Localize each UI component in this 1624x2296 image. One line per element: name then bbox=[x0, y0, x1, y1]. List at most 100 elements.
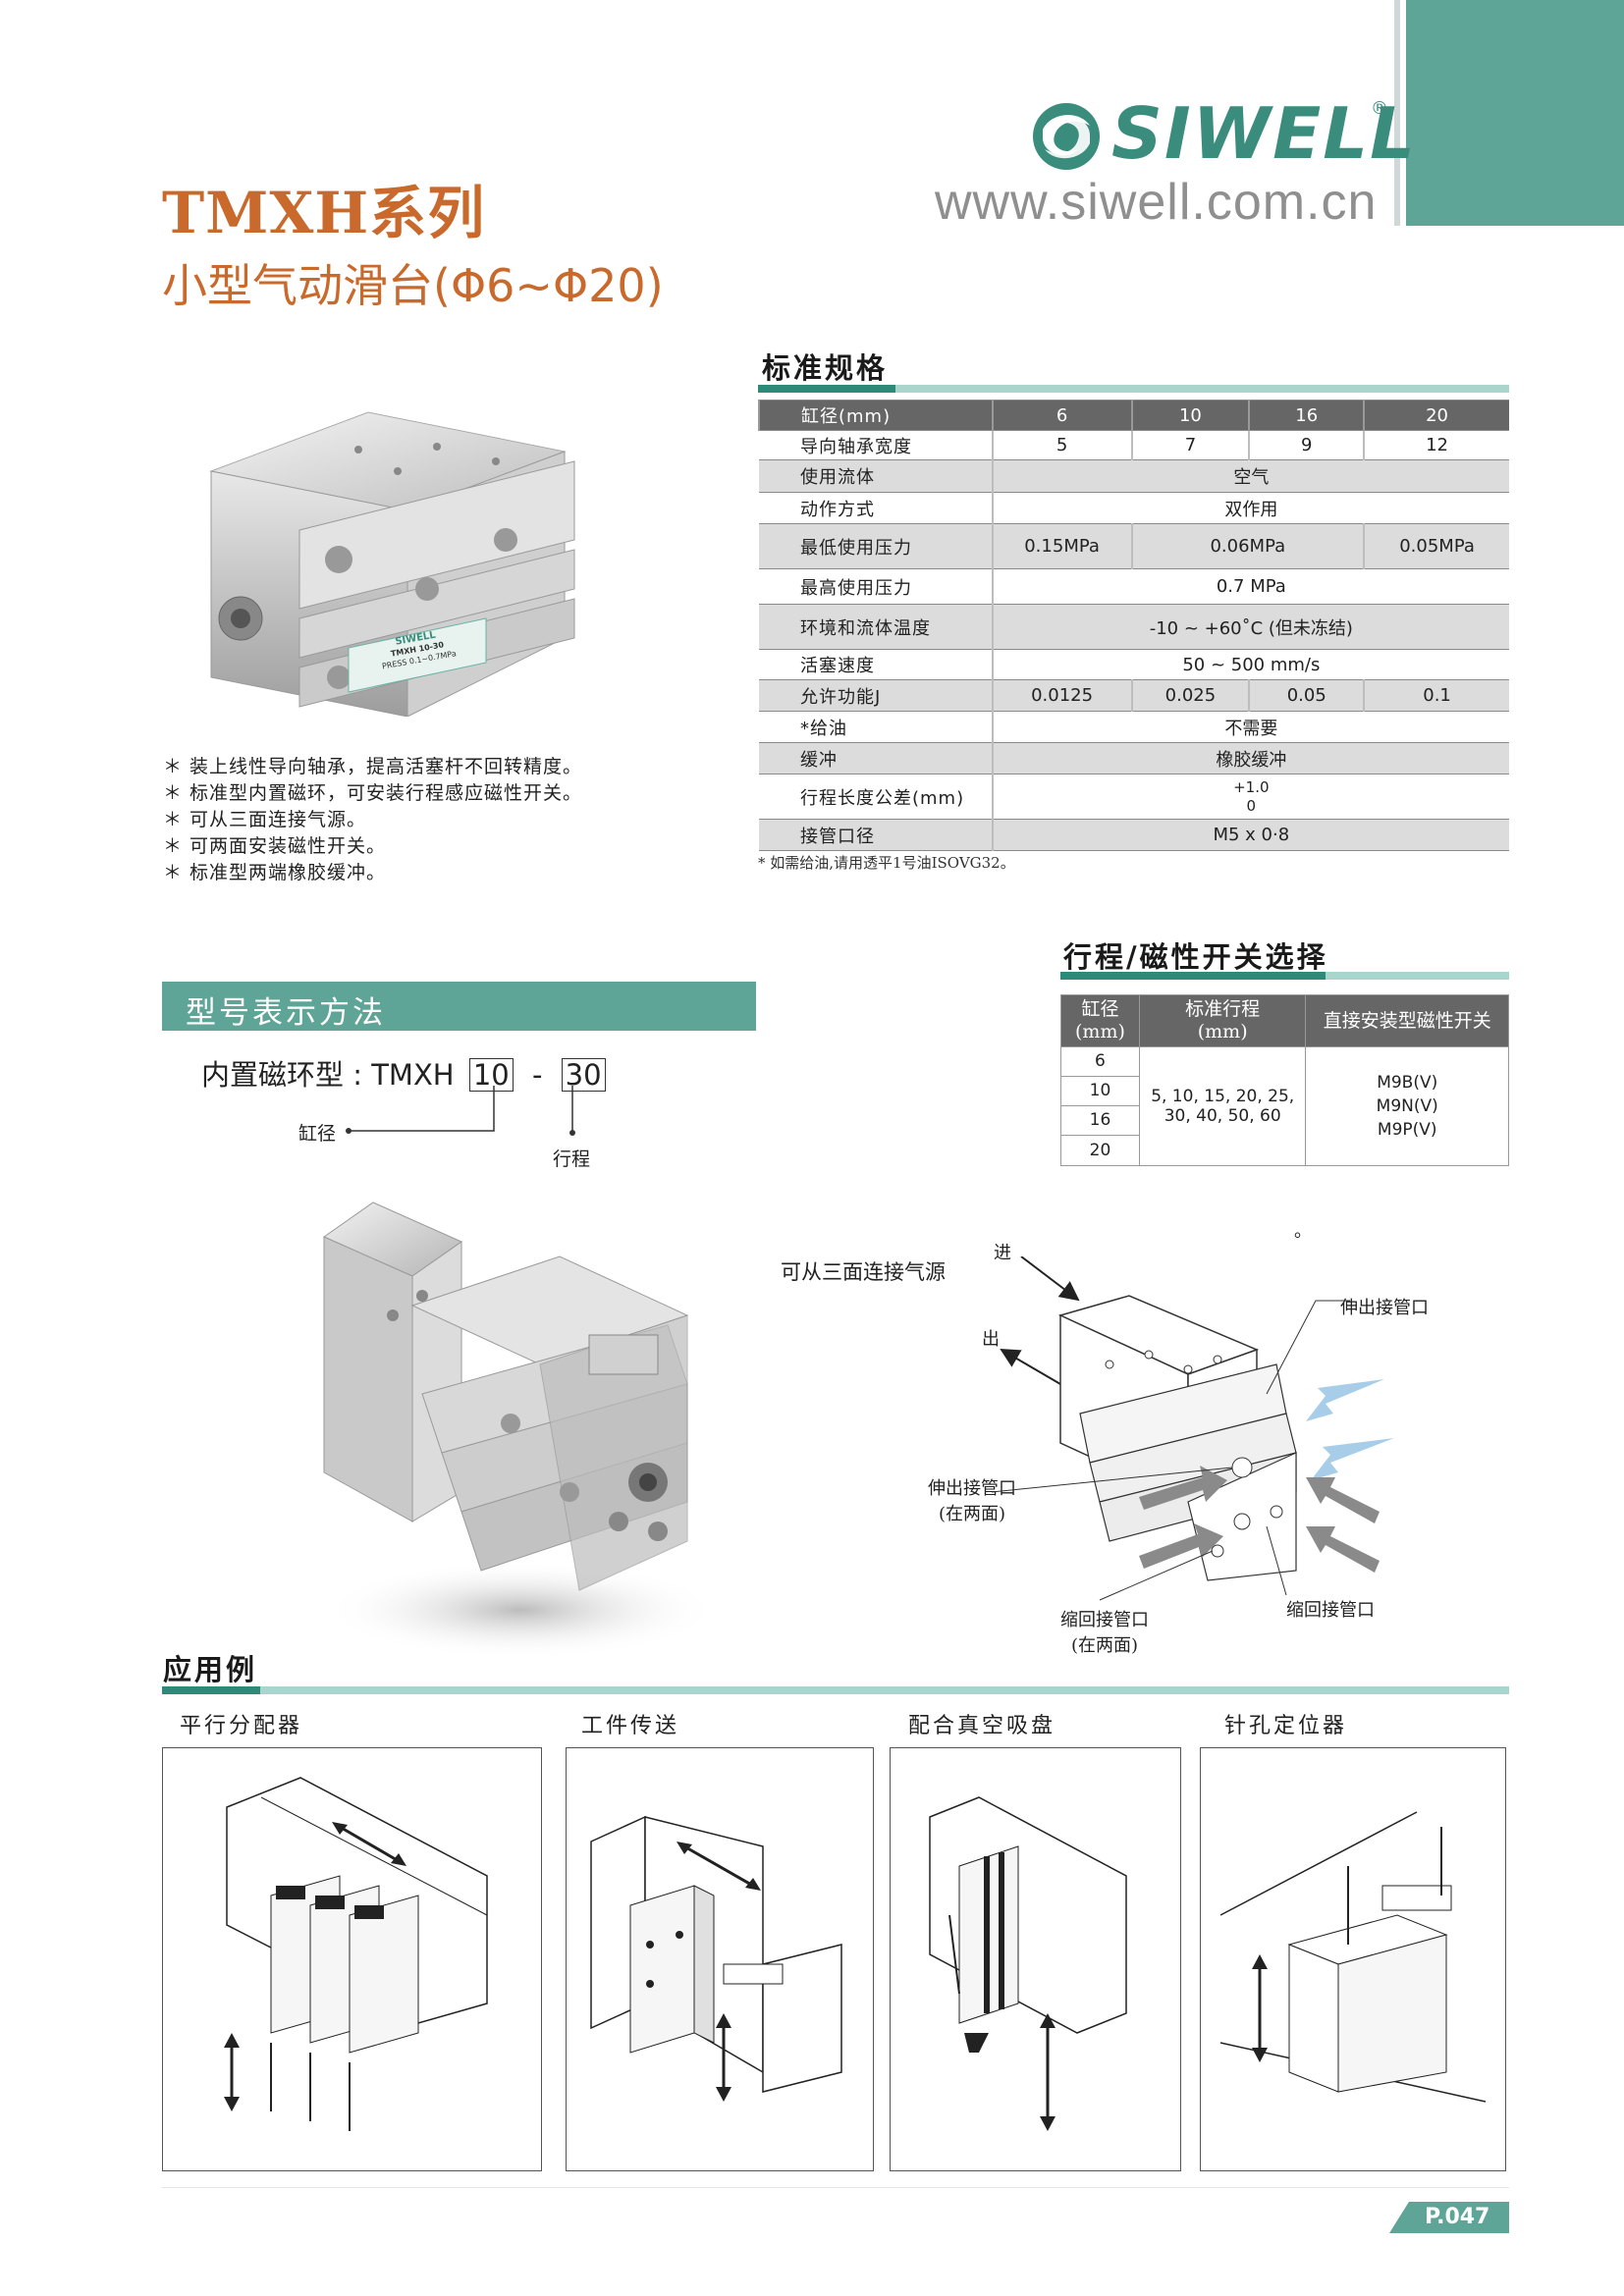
app-illustration-pin-locator bbox=[1200, 1747, 1506, 2171]
diagram-title: 可从三面连接气源 bbox=[781, 1260, 946, 1284]
page-number: P.047 bbox=[1425, 2205, 1490, 2229]
spec-header-label: 缸径(mm) bbox=[758, 400, 993, 431]
feature-item: ＊ 可从三面连接气源。 bbox=[163, 809, 367, 830]
spec-header-row: 缸径(mm) 6 10 16 20 bbox=[758, 400, 1509, 431]
spec-row-energy: 允许功能J 0.0125 0.025 0.05 0.1 bbox=[759, 679, 1509, 712]
tolerance-upper: +1.0 bbox=[1233, 777, 1270, 796]
applications-heading-rule bbox=[162, 1686, 1509, 1694]
spec-row-temperature: 环境和流体温度 -10 ~ +60˚C (但未冻结) bbox=[759, 604, 1509, 650]
spec-table: 缸径(mm) 6 10 16 20 导向轴承宽度 5 7 9 12 使用流体 空… bbox=[758, 400, 1509, 851]
diagram-dot: 。 bbox=[1294, 1221, 1312, 1242]
selection-bore: 16 bbox=[1060, 1105, 1140, 1136]
spec-heading: 标准规格 bbox=[762, 351, 889, 385]
app-title-parallel-distributor: 平行分配器 bbox=[180, 1714, 303, 1738]
spec-header-cell: 16 bbox=[1248, 400, 1365, 431]
spec-cell: 0.1 bbox=[1363, 679, 1509, 712]
out-arrow bbox=[1000, 1348, 1061, 1385]
spec-label: 缓冲 bbox=[759, 742, 993, 774]
spec-cell: 5 bbox=[991, 430, 1132, 460]
spec-label: 动作方式 bbox=[759, 492, 993, 524]
spec-cell: 0.0125 bbox=[991, 679, 1132, 712]
gray-arrow-3 bbox=[1306, 1477, 1380, 1523]
spec-label: 活塞速度 bbox=[759, 649, 993, 680]
gray-arrow-4 bbox=[1306, 1526, 1380, 1573]
spec-cell: M5 x 0·8 bbox=[991, 819, 1509, 851]
selection-row: 10 bbox=[1060, 1076, 1509, 1106]
spec-header-cell: 10 bbox=[1130, 400, 1250, 431]
spec-cell: 0.15MPa bbox=[991, 523, 1132, 569]
spec-cell: 7 bbox=[1130, 430, 1250, 460]
spec-cell: 0.05MPa bbox=[1363, 523, 1509, 569]
switch-item: M9N(V) bbox=[1376, 1096, 1438, 1116]
spec-row-port: 接管口径 M5 x 0·8 bbox=[759, 819, 1509, 851]
stroke-box: 30 bbox=[561, 1058, 606, 1092]
diagram-retract-port-1: 缩回接管口 (在两面) bbox=[1060, 1606, 1149, 1657]
selection-header-stroke: 标准行程 (mm) bbox=[1138, 994, 1307, 1047]
diagram-extend-port-2-label: 伸出接管口 bbox=[928, 1478, 1016, 1499]
corner-accent-block bbox=[1406, 0, 1624, 226]
spec-label: 环境和流体温度 bbox=[759, 604, 993, 650]
brand-logo: SIWELL ® bbox=[1029, 92, 1415, 177]
spec-cell: 不需要 bbox=[991, 711, 1509, 743]
page-subtitle: 小型气动滑台(Φ6~Φ20) bbox=[162, 259, 664, 312]
spec-cell: 0.025 bbox=[1130, 679, 1250, 712]
selection-bore: 20 bbox=[1060, 1135, 1140, 1166]
model-code-banner: 型号表示方法 bbox=[162, 982, 756, 1031]
blue-arrow-lower bbox=[1311, 1438, 1394, 1480]
feature-list: ＊ 装上线性导向轴承，提高活塞杆不回转精度。 ＊ 标准型内置磁环，可安装行程感应… bbox=[163, 754, 582, 886]
selection-strokes: 5, 10, 15, 20, 25, 30, 40, 50, 60 bbox=[1138, 1046, 1307, 1166]
diagram-retract-port-1-label: 缩回接管口 bbox=[1060, 1610, 1149, 1630]
app-illustration-parallel-distributor bbox=[162, 1747, 542, 2171]
spec-header-cell: 20 bbox=[1363, 400, 1509, 431]
brand-logo-icon bbox=[1033, 103, 1100, 170]
feature-item: ＊ 标准型两端橡胶缓冲。 bbox=[163, 862, 387, 883]
spec-label: 允许功能J bbox=[759, 679, 993, 712]
bore-label: 缸径 bbox=[298, 1123, 337, 1145]
spec-row-speed: 活塞速度 50 ~ 500 mm/s bbox=[759, 649, 1509, 680]
app-title-workpiece-transfer: 工件传送 bbox=[581, 1714, 680, 1738]
registered-mark: ® bbox=[1371, 98, 1388, 119]
brand-name: SIWELL bbox=[1111, 92, 1418, 175]
spec-header-cell: 6 bbox=[991, 400, 1132, 431]
model-code-leaders bbox=[346, 1086, 575, 1136]
spec-row-max-pressure: 最高使用压力 0.7 MPa bbox=[759, 568, 1509, 605]
selection-heading-rule bbox=[1060, 972, 1509, 980]
page-title: TMXH系列 bbox=[162, 180, 486, 246]
app-title-pin-locator: 针孔定位器 bbox=[1224, 1714, 1348, 1738]
spec-cell: 50 ~ 500 mm/s bbox=[991, 649, 1509, 680]
feature-item: ＊ 装上线性导向轴承，提高活塞杆不回转精度。 bbox=[163, 756, 583, 777]
selection-row: 6 5, 10, 15, 20, 25, 30, 40, 50, 60 M9B(… bbox=[1060, 1046, 1509, 1166]
model-code-dash: - bbox=[531, 1058, 543, 1092]
gray-arrow-2 bbox=[1139, 1523, 1223, 1569]
product-render bbox=[295, 1198, 717, 1659]
stroke-label: 行程 bbox=[553, 1148, 591, 1170]
feature-item: ＊ 可两面安装磁性开关。 bbox=[163, 835, 387, 857]
spec-cell: 0.06MPa bbox=[1130, 523, 1365, 569]
app-illustration-vacuum-cup bbox=[890, 1747, 1181, 2171]
app-illustration-workpiece-transfer bbox=[566, 1747, 874, 2171]
spec-label: *给油 bbox=[759, 711, 993, 743]
selection-header-bore: 缸径 (mm) bbox=[1060, 994, 1140, 1047]
product-photo: SIWELL TMXH 10-30 PRESS 0.1~0.7MPa bbox=[201, 393, 584, 718]
spec-cell: 0.7 MPa bbox=[991, 568, 1509, 605]
selection-switches: M9B(V) M9N(V) M9P(V) bbox=[1305, 1046, 1509, 1166]
applications-heading: 应用例 bbox=[163, 1653, 258, 1686]
spec-row-tolerance: 行程长度公差(mm) +1.0 0 bbox=[759, 774, 1509, 820]
tolerance-lower: 0 bbox=[1246, 796, 1257, 815]
feature-item: ＊ 标准型内置磁环，可安装行程感应磁性开关。 bbox=[163, 782, 583, 804]
switch-item: M9B(V) bbox=[1377, 1073, 1438, 1093]
spec-cell: 空气 bbox=[991, 459, 1509, 493]
spec-cell: 9 bbox=[1248, 430, 1365, 460]
spec-row-action: 动作方式 双作用 bbox=[759, 492, 1509, 524]
blue-arrow-upper bbox=[1306, 1379, 1384, 1421]
spec-row-lube: *给油 不需要 bbox=[759, 711, 1509, 743]
spec-row-min-pressure: 最低使用压力 0.15MPa 0.06MPa 0.05MPa bbox=[759, 523, 1509, 569]
footer-rule bbox=[162, 2187, 1509, 2188]
spec-cell: 0.05 bbox=[1248, 679, 1365, 712]
diagram-out-label: 出 bbox=[982, 1329, 1000, 1350]
diagram-extend-port-2: 伸出接管口 (在两面) bbox=[928, 1474, 1016, 1525]
diagram-in-label: 进 bbox=[994, 1243, 1011, 1263]
diagram-retract-port-2: 缩回接管口 bbox=[1286, 1600, 1375, 1621]
spec-label: 最低使用压力 bbox=[759, 523, 993, 569]
spec-cell: 12 bbox=[1363, 430, 1509, 460]
